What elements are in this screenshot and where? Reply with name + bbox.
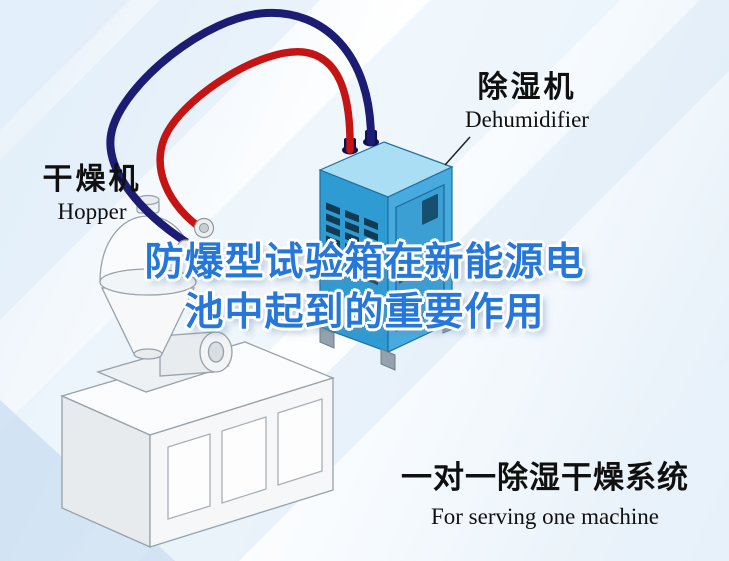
hopper-dryer-illustration <box>60 194 335 548</box>
hopper-front-panels <box>167 398 323 520</box>
dehumidifier-feet <box>319 312 456 371</box>
dehumidifier-vent-grid <box>326 202 378 286</box>
hopper-blower-hub <box>207 341 225 363</box>
dehumidifier-label: 除湿机 Dehumidifier <box>437 72 617 133</box>
dehumidifier-door <box>395 183 445 333</box>
navy-hose-elbow <box>177 239 195 253</box>
dehumidifier-label-cn: 除湿机 <box>477 71 577 104</box>
hose-group <box>106 8 376 246</box>
dehumidifier-label-en: Dehumidifier <box>465 106 589 132</box>
hopper-label-cn: 干燥机 <box>42 163 142 196</box>
hopper-hose-fittings <box>177 217 215 253</box>
red-hose-flange-hub <box>199 223 209 233</box>
dehumidifier-label-pointer <box>444 136 471 166</box>
navy-hose <box>106 8 376 246</box>
bottom-caption: 一对一除湿干燥系统 For serving one machine <box>378 452 712 530</box>
bottom-caption-cn: 一对一除湿干燥系统 <box>401 460 689 495</box>
bottom-caption-en: For serving one machine <box>430 504 660 529</box>
red-hose <box>156 48 354 235</box>
page-title-line1: 防爆型试验箱在新能源电 <box>144 241 585 284</box>
hopper-label-en: Hopper <box>57 198 127 224</box>
dehumidifier-door-handle <box>399 260 403 284</box>
hopper-label: 干燥机 Hopper <box>38 164 146 225</box>
page-title-line2: 池中起到的重要作用 <box>184 290 545 334</box>
hopper-dome-rim <box>99 268 197 296</box>
dehumidifier-control-panel <box>422 193 438 225</box>
hopper-cone-outlet <box>133 348 163 360</box>
page-title: 防爆型试验箱在新能源电 池中起到的重要作用 <box>0 238 729 338</box>
dehumidifier-illustration <box>318 130 456 371</box>
